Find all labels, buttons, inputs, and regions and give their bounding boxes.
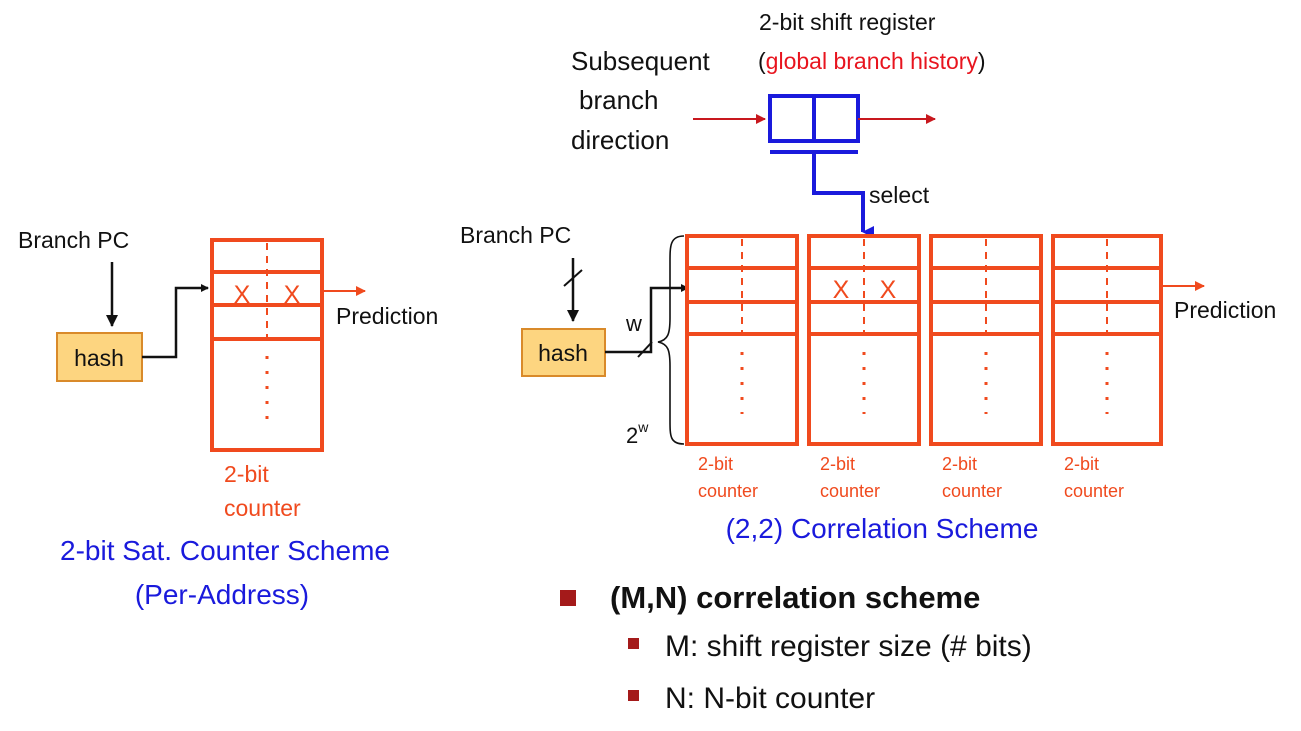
right-prediction-label: Prediction: [1174, 297, 1276, 323]
bullet-sub-2-text: N: N-bit counter: [665, 682, 876, 715]
right-mark-x-2: X: [880, 276, 897, 304]
counter-table-3: [929, 234, 1043, 446]
left-counter-label-2: counter: [224, 495, 301, 521]
shift-register-title: 2-bit shift register: [759, 9, 936, 35]
two-w-label: 2w: [626, 419, 649, 448]
counter-label-4-line2: counter: [1064, 481, 1124, 501]
counter-label-2-line1: 2-bit: [820, 454, 855, 474]
bullet-square-icon: [628, 689, 639, 701]
right-caption: (2,2) Correlation Scheme: [726, 513, 1039, 544]
subsequent-label-2: branch: [579, 85, 659, 115]
counter-table-4: [1051, 234, 1163, 446]
bullet-sub-2: N: N-bit counter: [628, 673, 1032, 725]
left-counter-table: X X: [210, 238, 324, 452]
left-prediction-label: Prediction: [336, 303, 438, 329]
subsequent-label-1: Subsequent: [571, 46, 711, 76]
right-hash-to-table-arrow: [605, 284, 689, 354]
counter-label-3-line1: 2-bit: [942, 454, 977, 474]
global-branch-history-label: (global branch history): [758, 48, 986, 74]
bullet-sub-1: M: shift register size (# bits): [628, 621, 1032, 673]
correlation-counter-tables: X X: [685, 234, 1163, 446]
right-mark-x-1: X: [833, 276, 850, 304]
left-mark-x-2: X: [284, 281, 301, 309]
left-branch-pc-label: Branch PC: [18, 227, 129, 253]
shift-register: [768, 94, 860, 154]
counter-table-1: [685, 234, 799, 446]
left-hash-label: hash: [74, 345, 124, 371]
bullet-main: (M,N) correlation scheme: [560, 575, 1032, 621]
counter-label-4-line1: 2-bit: [1064, 454, 1099, 474]
w-label: w: [625, 311, 642, 336]
select-label: select: [869, 182, 930, 208]
right-hash-bus-slash: [637, 341, 653, 358]
left-scheme: Branch PC hash X X Prediction 2-bit coun…: [18, 227, 438, 610]
counter-label-1-line2: counter: [698, 481, 758, 501]
right-hash-box: [521, 328, 606, 377]
bullet-main-text: (M,N) correlation scheme: [610, 580, 981, 615]
subsequent-label-3: direction: [571, 125, 669, 155]
left-counter-label-1: 2-bit: [224, 461, 269, 487]
counter-label-2-line2: counter: [820, 481, 880, 501]
counter-label-3-line2: counter: [942, 481, 1002, 501]
counter-label-1-line1: 2-bit: [698, 454, 733, 474]
bullet-sub-1-text: M: shift register size (# bits): [665, 630, 1032, 663]
bullet-list: (M,N) correlation scheme M: shift regist…: [560, 575, 1032, 725]
right-scheme: 2-bit shift register (global branch hist…: [460, 9, 1276, 544]
select-arrow: [812, 152, 874, 238]
left-caption-1: 2-bit Sat. Counter Scheme: [60, 535, 390, 566]
left-table-outline: [210, 238, 324, 452]
left-mark-x-1: X: [234, 281, 251, 309]
left-hash-to-table-arrow: [142, 284, 209, 359]
counter-table-2: X X: [807, 234, 921, 446]
bullet-square-icon: [560, 590, 576, 606]
left-caption-2: (Per-Address): [135, 579, 309, 610]
right-branch-pc-label: Branch PC: [460, 222, 571, 248]
bullet-square-icon: [628, 637, 639, 649]
table-height-brace: [657, 235, 685, 445]
right-pc-bus-slash: [563, 269, 583, 287]
left-hash-box: [56, 332, 143, 382]
right-hash-label: hash: [538, 340, 588, 366]
